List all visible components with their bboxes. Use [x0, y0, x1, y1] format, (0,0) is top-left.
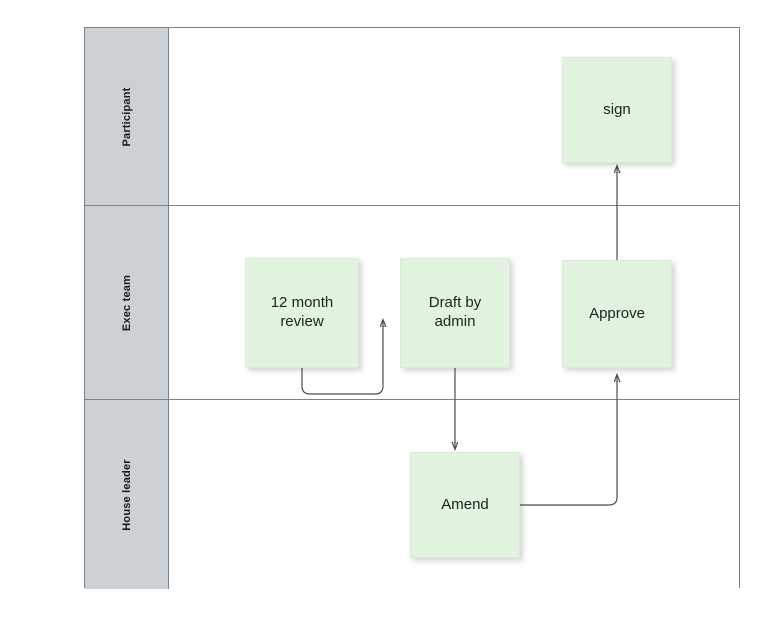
node-sign[interactable]: sign — [562, 57, 672, 163]
node-label-approve: Approve — [589, 304, 645, 322]
lane-header-exec-team: Exec team — [85, 206, 169, 399]
node-12-month-review[interactable]: 12 month review — [245, 258, 359, 368]
lane-header-house-leader: House leader — [85, 400, 169, 589]
node-label-draft-by-admin: Draft by admin — [428, 294, 482, 330]
lane-header-participant: Participant — [85, 28, 169, 205]
lane-label-exec-team: Exec team — [120, 274, 133, 331]
lane-label-participant: Participant — [120, 86, 133, 147]
node-draft-by-admin[interactable]: Draft by admin — [400, 258, 510, 368]
node-label-sign: sign — [603, 100, 631, 118]
node-label-12-month-review: 12 month review — [270, 294, 334, 330]
node-label-amend: Amend — [441, 495, 489, 513]
node-amend[interactable]: Amend — [410, 452, 520, 558]
node-approve[interactable]: Approve — [562, 260, 672, 368]
lane-label-house-leader: House leader — [120, 458, 133, 531]
